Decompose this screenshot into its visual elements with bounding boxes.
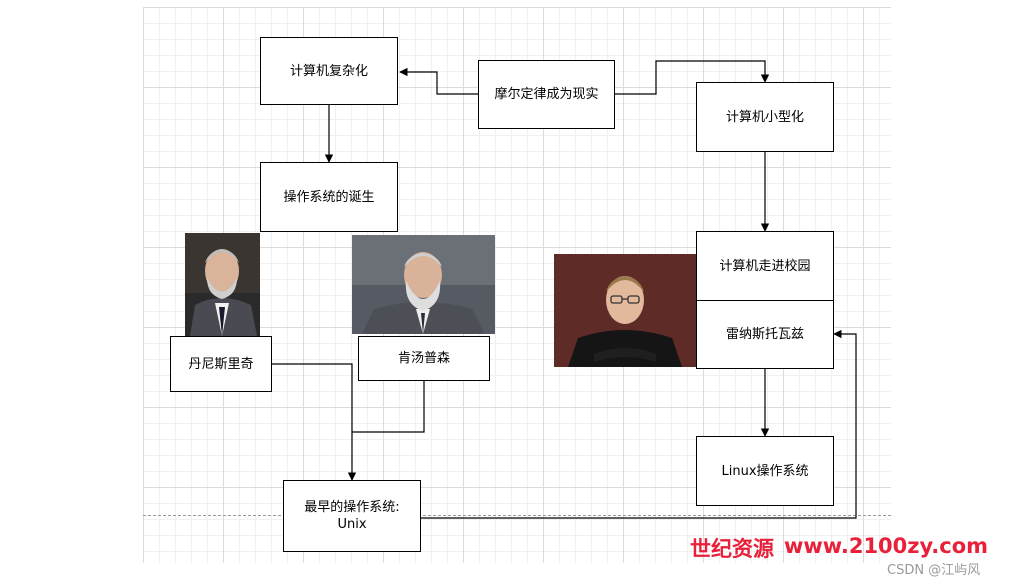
node-linux-os: Linux操作系统 bbox=[696, 436, 834, 506]
dashed-guide-line bbox=[143, 515, 891, 516]
photo-linus-torvalds bbox=[554, 254, 696, 367]
watermark-credit: CSDN @江屿风 bbox=[887, 563, 981, 578]
edge-unix-to-torvalds bbox=[421, 329, 857, 519]
node-computer-complex: 计算机复杂化 bbox=[260, 37, 398, 105]
edge-thompson-to-unix bbox=[352, 380, 425, 433]
node-computer-campus: 计算机走进校园 bbox=[696, 231, 834, 301]
photo-ken-thompson bbox=[352, 235, 495, 334]
node-moores-law: 摩尔定律成为现实 bbox=[478, 60, 615, 129]
node-computer-miniaturized: 计算机小型化 bbox=[696, 82, 834, 152]
watermark-url: www.2100zy.com bbox=[784, 534, 989, 558]
photo-dennis-ritchie bbox=[185, 233, 260, 336]
edge-ritchie-to-unix bbox=[272, 363, 357, 481]
node-ken-thompson: 肯汤普森 bbox=[358, 336, 490, 381]
node-unix: 最早的操作系统: Unix bbox=[283, 480, 421, 552]
node-linus-torvalds: 雷纳斯托瓦兹 bbox=[696, 300, 834, 369]
edge-moore-to-mini bbox=[615, 60, 770, 95]
watermark-cn: 世纪资源 bbox=[690, 537, 774, 561]
node-os-birth: 操作系统的诞生 bbox=[260, 162, 398, 232]
edge-moore-to-complex bbox=[399, 67, 478, 95]
node-dennis-ritchie: 丹尼斯里奇 bbox=[170, 336, 272, 392]
